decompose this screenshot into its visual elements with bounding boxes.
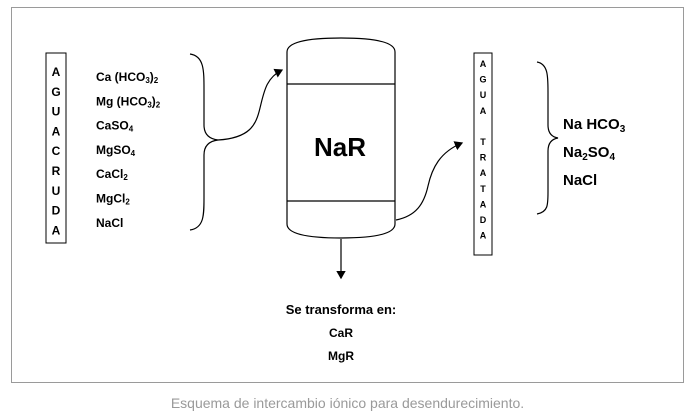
treated-water-compound-part: Na	[563, 144, 583, 161]
treated-water-compound-part: 2	[582, 152, 588, 163]
raw-water-compound-part: 2	[156, 100, 161, 109]
output-items: CaR MgR	[328, 326, 354, 363]
raw-water-compound-part: 2	[154, 76, 159, 85]
treated-water-letter: U	[480, 90, 487, 100]
raw-water-letter: A	[52, 223, 61, 237]
output-item: MgR	[328, 349, 354, 363]
raw-water-letter: D	[52, 204, 61, 218]
raw-water-compound-part: 2	[125, 198, 130, 207]
outlet-arrow	[395, 141, 464, 221]
resin-label: NaR	[314, 132, 366, 162]
raw-water-letter: U	[52, 184, 61, 198]
raw-water-letter: A	[52, 65, 61, 79]
raw-water-compound: MgSO4	[96, 143, 136, 158]
raw-water-compound-part: 2	[123, 173, 128, 182]
output-heading: Se transforma en:	[286, 302, 397, 317]
raw-water-compound-part: MgCl	[96, 192, 125, 206]
raw-water-compound: Mg (HCO3)2	[96, 94, 161, 109]
treated-water-letter: T	[480, 137, 486, 147]
treated-water-compound-part: 3	[620, 124, 626, 135]
output-item: CaR	[329, 326, 353, 340]
raw-water-compound-part: MgSO	[96, 143, 131, 157]
resin-vessel	[286, 37, 396, 239]
raw-water-compound: CaSO4	[96, 119, 134, 134]
treated-water-compound-part: SO	[588, 144, 610, 161]
treated-water-box	[473, 52, 493, 256]
treated-water-letter: A	[480, 199, 487, 209]
raw-water-letter: G	[51, 85, 60, 99]
raw-water-compounds: Ca (HCO3)2Mg (HCO3)2CaSO4MgSO4CaCl2MgCl2…	[96, 70, 161, 230]
inlet-arrow	[217, 68, 284, 141]
diagram-frame	[11, 7, 684, 383]
figure-caption: Esquema de intercambio iónico para desen…	[170, 395, 525, 411]
raw-water-box	[45, 52, 67, 244]
raw-water-letter: C	[52, 144, 61, 158]
raw-water-compound: Ca (HCO3)2	[96, 70, 159, 85]
raw-water-compound-part: 3	[145, 76, 150, 85]
raw-water-compound-part: Mg (HCO	[96, 94, 147, 108]
raw-water-compound-part: CaCl	[96, 167, 123, 181]
treated-water-letter: G	[479, 75, 486, 85]
raw-water-compound: NaCl	[96, 216, 123, 230]
raw-water-compound: CaCl2	[96, 167, 128, 182]
raw-water-letter: U	[52, 105, 61, 119]
treated-water-compound-part: Na HCO	[563, 116, 620, 133]
treated-water-compound: NaCl	[563, 172, 597, 189]
raw-water-letter: A	[52, 124, 61, 138]
treated-water-letter: D	[480, 215, 487, 225]
raw-water-compound-part: 4	[129, 125, 134, 134]
treated-water-letter: A	[480, 59, 487, 69]
raw-water-compound-part: CaSO	[96, 119, 129, 133]
treated-water-letter: A	[480, 168, 487, 178]
treated-water-compound: Na HCO3	[563, 116, 626, 135]
treated-compounds-brace	[536, 61, 559, 215]
treated-water-letter: A	[480, 231, 487, 241]
raw-water-compound-part: Ca (HCO	[96, 70, 145, 84]
treated-water-letter: T	[480, 184, 486, 194]
raw-water-compound-part: )	[150, 70, 154, 84]
treated-water-letter: R	[480, 153, 487, 163]
raw-water-compound-part: 4	[131, 149, 136, 158]
raw-water-compound: MgCl2	[96, 192, 130, 207]
treated-water-compound-part: 4	[609, 152, 615, 163]
raw-water-compound-part: 3	[147, 100, 152, 109]
treated-water-letter: A	[480, 106, 487, 116]
raw-compounds-brace	[189, 53, 219, 231]
raw-water-compound-part: )	[152, 94, 156, 108]
treated-water-compound-part: NaCl	[563, 172, 597, 189]
treated-water-compound: Na2SO4	[563, 144, 615, 163]
raw-water-compound-part: NaCl	[96, 216, 123, 230]
raw-water-letter: R	[52, 164, 61, 178]
